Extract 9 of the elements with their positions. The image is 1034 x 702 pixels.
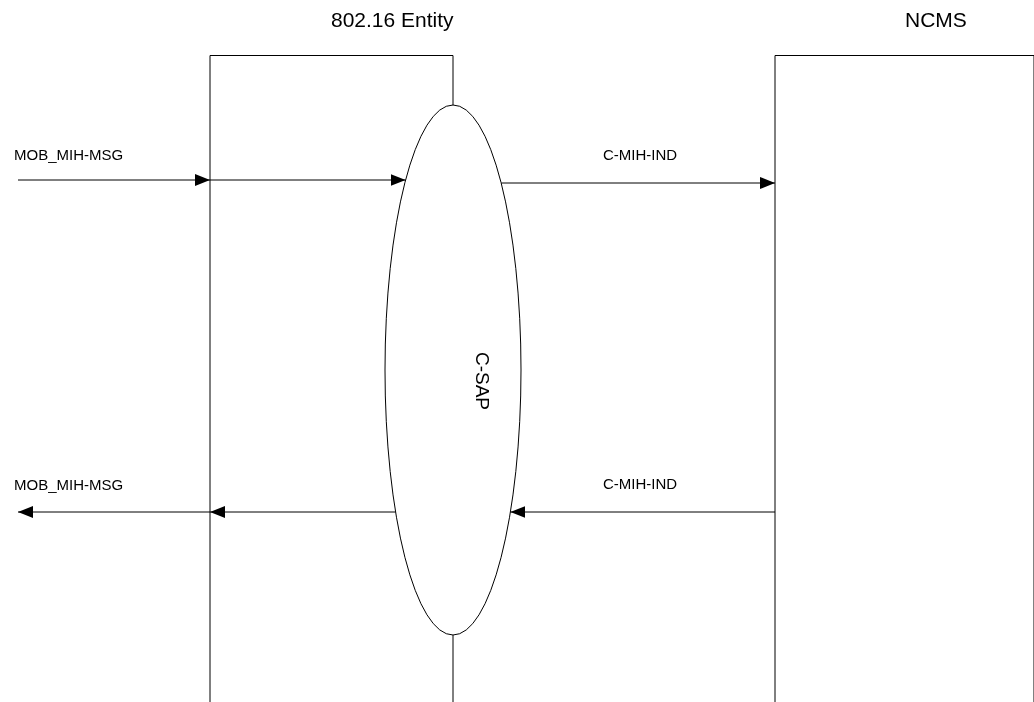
arrow bbox=[17, 174, 211, 186]
arrow bbox=[500, 177, 776, 189]
arrow bbox=[509, 506, 776, 518]
column-heading: 802.16 Entity bbox=[331, 8, 454, 32]
arrow bbox=[209, 506, 397, 518]
ellipse-label: C-SAP bbox=[471, 351, 494, 411]
column-heading: NCMS bbox=[905, 8, 967, 32]
arrow bbox=[17, 506, 211, 518]
arrow bbox=[209, 174, 407, 186]
